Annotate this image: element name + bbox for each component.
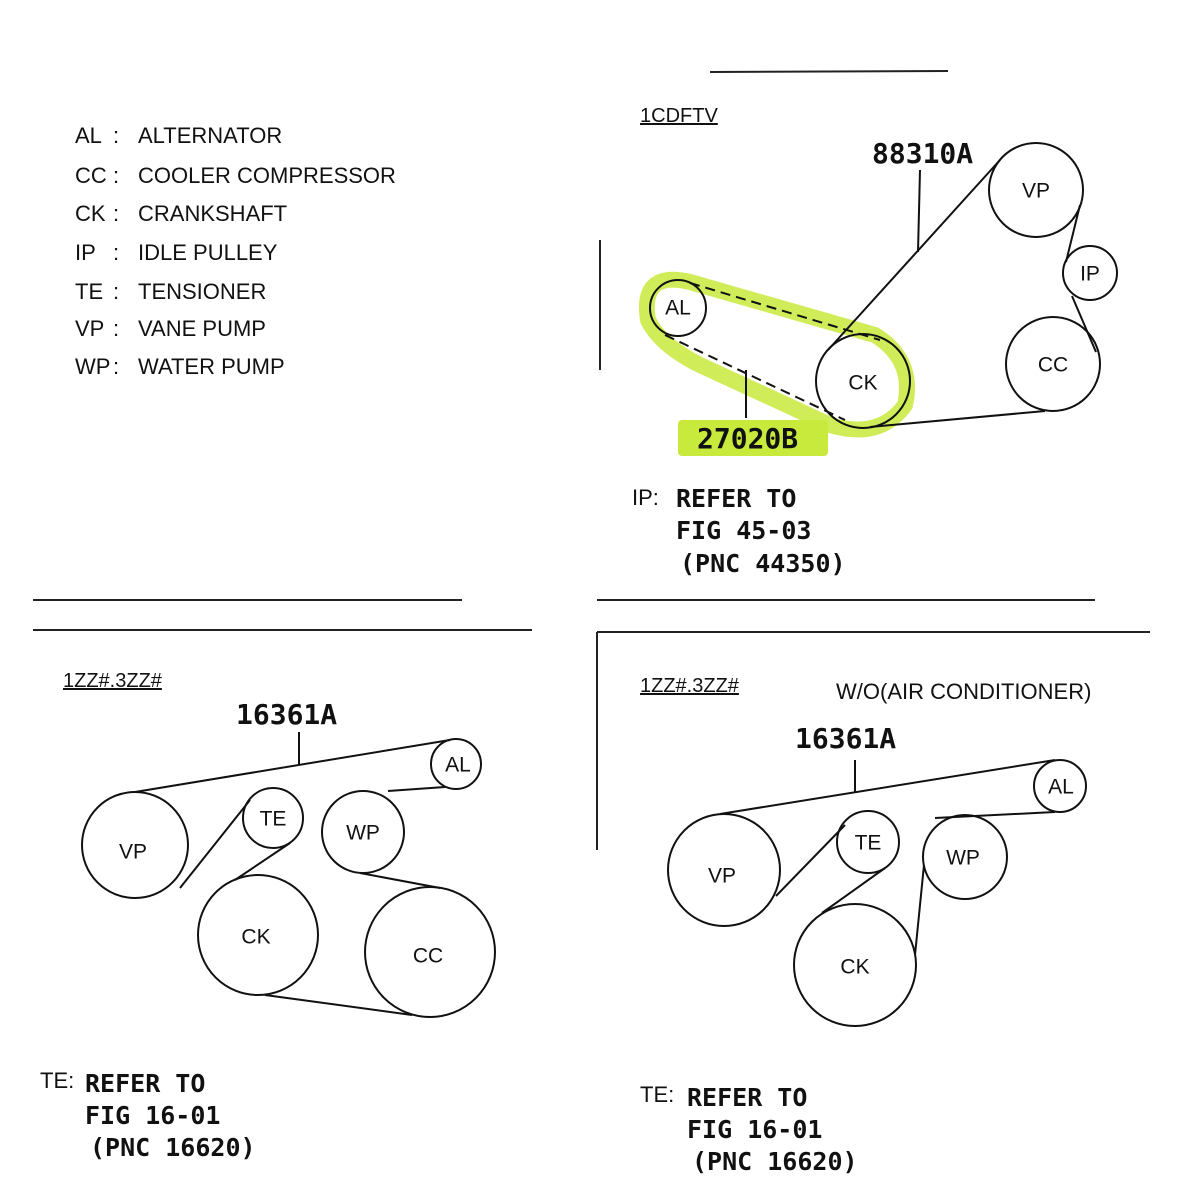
legend-code: WP [75,354,110,379]
legend-sep: : [113,123,119,148]
pulley-label: CK [241,926,270,949]
pulley-vp [81,791,189,899]
belt [914,864,925,956]
engine-label: 1ZZ#.3ZZ# [640,675,740,697]
pulley-al [649,279,707,337]
pulley-vp [988,142,1084,238]
legend-code: IP [75,240,96,265]
legend-name: VANE PUMP [138,316,266,341]
part-number: 88310A [872,137,973,170]
leader-line [917,169,921,253]
pulley-cc [1005,316,1101,412]
pulley-label: WP [346,822,380,845]
legend-sep: : [113,163,119,188]
legend-code: TE [75,279,103,304]
legend-code: CC [75,163,107,188]
belt [179,799,251,889]
part-number: 16361A [795,722,896,755]
legend-name: ALTERNATOR [138,123,282,148]
pulley-wp [321,790,405,874]
note-line: FIG 16-01 [687,1115,822,1144]
note-line: (PNC 16620) [692,1147,858,1176]
legend-code: AL [75,123,102,148]
legend-code: VP [75,316,104,341]
legend-code: CK [75,201,106,226]
legend-sep: : [113,279,119,304]
belt [234,842,291,881]
pulley-label: AL [445,754,471,777]
pulley-label: AL [665,297,691,320]
diagram-1zz-with-ac: 1ZZ#.3ZZ# VP TE WP AL CK CC 16361A TE: R… [40,670,496,1162]
note-line: (PNC 16620) [90,1133,256,1162]
note-line: FIG 16-01 [85,1101,220,1130]
divider [709,70,949,73]
pulley-label: AL [1048,776,1074,799]
diagram-1cdftv: 1CDFTV AL CK VP IP CC 88310A 27020B IP: … [632,105,1118,578]
pulley-ck [197,874,319,996]
legend-name: COOLER COMPRESSOR [138,163,396,188]
belt [359,872,441,889]
legend-name: IDLE PULLEY [138,240,278,265]
pulley-label: TE [260,808,287,831]
note-prefix: TE: [40,1068,74,1093]
note-prefix: IP: [632,485,659,510]
pulley-label: CK [848,372,877,395]
legend-name: WATER PUMP [138,354,285,379]
pulley-label: VP [708,865,736,888]
diagram-1zz-without-ac: 1ZZ#.3ZZ# W/O(AIR CONDITIONER) VP TE WP … [640,675,1091,1176]
belt-88310a [1071,295,1097,353]
note-line: (PNC 44350) [680,549,846,578]
pulley-cc [364,886,496,1018]
pulley-te [836,810,900,874]
pulley-wp [922,814,1008,900]
pulley-al [430,738,482,790]
legend-sep: : [113,201,119,226]
diagram-subtitle: W/O(AIR CONDITIONER) [836,679,1091,704]
dividers [33,70,1150,850]
belt-88310a [869,410,1046,428]
legend: AL: ALTERNATOR CC: COOLER COMPRESSOR CK: CR… [75,123,396,379]
pulley-al [1033,759,1087,813]
pulley-te [242,787,304,849]
legend-name: TENSIONER [138,279,266,304]
pulley-label: VP [1022,180,1050,203]
legend-sep: : [113,240,119,265]
legend-sep: : [113,354,119,379]
belt [134,739,451,793]
pulley-label: IP [1080,263,1100,286]
belt-88310a [827,159,1001,351]
pulley-label: TE [855,832,882,855]
belt [264,994,413,1016]
pulley-label: WP [946,847,980,870]
belt [821,867,886,914]
engine-label: 1ZZ#.3ZZ# [63,670,163,692]
part-number: 27020B [697,422,798,455]
note-prefix: TE: [640,1082,674,1107]
pulley-label: CK [840,956,869,979]
part-highlight [678,420,828,456]
belt [775,824,846,897]
note-line: REFER TO [676,484,796,513]
belt [719,759,1056,815]
pulley-ip [1062,245,1118,301]
belt-highlight [638,271,915,438]
note-line: REFER TO [85,1069,205,1098]
part-number: 16361A [236,698,337,731]
legend-sep: : [113,316,119,341]
pulley-label: CC [1038,354,1068,377]
note-line: FIG 45-03 [676,516,811,545]
engine-label: 1CDFTV [640,105,718,127]
belt [387,786,446,792]
note-line: REFER TO [687,1083,807,1112]
pulley-vp [667,813,781,927]
pulley-ck [815,333,911,429]
belt-27020b [664,334,846,421]
pulley-label: VP [119,841,147,864]
belt-88310a [1065,204,1081,263]
legend-name: CRANKSHAFT [138,201,287,226]
pulley-ck [793,903,917,1027]
pulley-label: CC [413,945,443,968]
belt-27020b [689,282,881,341]
